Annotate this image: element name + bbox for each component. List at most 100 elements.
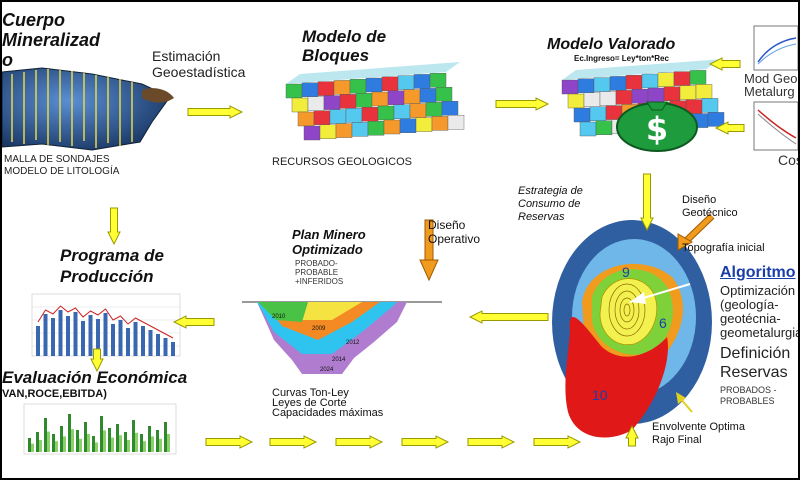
production-bar [126, 328, 130, 356]
money-bag-icon: $ [616, 101, 698, 152]
arrow-bottom-up [625, 424, 639, 447]
year-2014: 2014 [332, 357, 346, 363]
valorado-title: Modelo Valorado [547, 36, 676, 53]
topografia-label: Topografía inicial [682, 242, 765, 254]
economic-bar [52, 434, 55, 452]
cost-chart-image [753, 101, 798, 151]
production-bar [163, 338, 168, 356]
arrow-bottom-flow-2 [269, 435, 318, 449]
economic-bar [47, 431, 50, 452]
programa-title: Programa de Producción [60, 246, 164, 286]
production-bar [96, 319, 100, 356]
arrow-bottom-flow-4 [401, 435, 450, 449]
diseno-geo-label: Diseño Geotécnico [682, 194, 738, 219]
economic-bar [143, 441, 146, 452]
economic-bar [111, 437, 114, 452]
arrow-plan-to-programa [172, 315, 215, 329]
production-bar [118, 320, 123, 356]
arrow-diseno-geotecnico [677, 213, 715, 251]
evaluacion-title: Evaluación Económica [2, 368, 188, 387]
production-bar [36, 326, 40, 356]
estimacion-label: Estimación Geoestadística [152, 48, 246, 80]
cuerpo-caption: MALLA DE SONDAJES MODELO DE LITOLOGÍA [4, 154, 120, 177]
arrow-bottom-flow-5 [467, 435, 516, 449]
arrow-pit-to-plan [468, 310, 549, 324]
economic-bar [84, 422, 87, 452]
envolvente-label: Envolvente Optima Rajo Final [652, 421, 745, 446]
economic-bar [156, 430, 159, 452]
economic-bar [39, 440, 42, 452]
estrategia-label: Estrategia de Consumo de Reservas [518, 185, 583, 223]
economic-bar [151, 436, 154, 452]
year-2024: 2024 [320, 367, 334, 373]
block-model-image [285, 62, 465, 141]
economic-bar [68, 414, 71, 452]
costos-label: Costos [778, 152, 798, 168]
economic-bar [28, 438, 31, 452]
production-bar [73, 312, 78, 356]
economic-bar [44, 418, 47, 452]
economic-bar [132, 420, 135, 452]
arrow-ore-to-programa [107, 207, 121, 246]
economic-bar [71, 429, 74, 452]
production-bar [133, 322, 138, 356]
economic-bar [119, 435, 122, 452]
plan-title: Plan Minero Optimizado [292, 227, 366, 257]
economic-bar [148, 426, 151, 452]
valorado-subtitle: Ec.Ingreso= Ley*ton*Rec [574, 54, 669, 63]
pit-optimization-image [552, 220, 712, 438]
arrow-ore-to-blocks [187, 105, 244, 119]
arrow-bottom-flow-1 [205, 435, 254, 449]
bloques-title: Modelo de Bloques [302, 27, 387, 65]
production-bar [81, 321, 85, 356]
economic-chart-image [23, 403, 177, 455]
production-bar [156, 334, 160, 356]
definicion-label: Definición Reservas [720, 345, 791, 381]
economic-bar [164, 422, 167, 452]
arrow-blocks-to-valued [495, 97, 550, 111]
production-bar [51, 318, 55, 356]
economic-bar [79, 438, 82, 452]
ore-body-image [2, 67, 174, 151]
production-bar [43, 314, 48, 356]
economic-bar [55, 441, 58, 452]
production-bar [171, 342, 175, 356]
mine-plan-section-image [242, 301, 442, 374]
metallurgy-chart-image [753, 25, 798, 71]
economic-bar [95, 442, 98, 452]
economic-bar [135, 432, 138, 452]
evaluacion-sub: VAN,ROCE,EBITDA) [2, 388, 107, 400]
pit-label-6: 6 [659, 315, 667, 331]
economic-bar [60, 426, 63, 452]
economic-bar [159, 438, 162, 452]
pit-label-10: 10 [592, 387, 608, 403]
economic-bar [92, 436, 95, 452]
economic-bar [103, 430, 106, 452]
pit-label-9: 9 [622, 264, 630, 280]
mod-geo-label: Mod Geo Metalurg [744, 71, 798, 99]
svg-text:$: $ [646, 110, 668, 148]
bloques-caption: RECURSOS GEOLOGICOS [272, 156, 412, 168]
production-bar [141, 326, 145, 356]
production-bar [58, 310, 63, 356]
arrow-modgeo-to-valued [708, 57, 741, 71]
economic-bar [167, 434, 170, 452]
arrow-bottom-flow-3 [335, 435, 384, 449]
arrow-envolvente [676, 392, 693, 413]
arrow-diseno-operativo [419, 219, 439, 282]
arrow-programa-to-evaluacion [90, 348, 104, 373]
production-chart-image [31, 293, 181, 357]
cuerpo-title: Cuerpo Mineralizad o [2, 10, 101, 70]
economic-bar [116, 424, 119, 452]
production-bar [88, 315, 93, 356]
economic-bar [63, 436, 66, 452]
production-bar [103, 313, 108, 356]
economic-bar [127, 440, 130, 452]
economic-bar [87, 434, 90, 452]
production-bar [66, 316, 70, 356]
plan-sub: PROBADO- PROBABLE +INFERIDOS [295, 259, 344, 286]
year-2012: 2012 [346, 340, 360, 346]
production-bar [111, 324, 115, 356]
